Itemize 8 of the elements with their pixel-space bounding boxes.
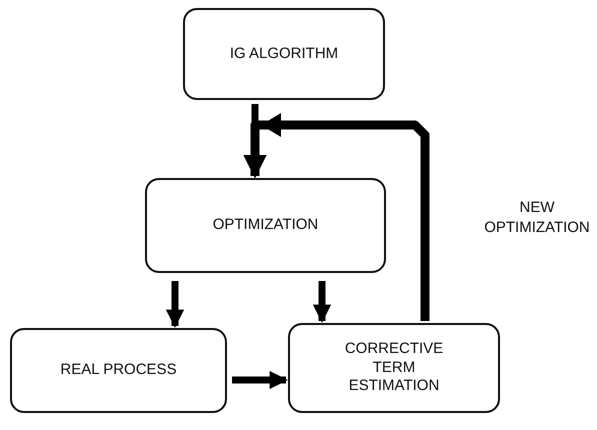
box-label: OPTIMIZATION (212, 216, 318, 235)
box-label: CORRECTIVE TERM ESTIMATION (344, 340, 444, 396)
process-box (183, 8, 385, 100)
box-label: REAL PROCESS (60, 361, 177, 380)
box-label: IG ALGORITHM (230, 44, 338, 64)
process-box (145, 178, 386, 273)
process-box (10, 328, 227, 413)
process-box (288, 323, 500, 413)
